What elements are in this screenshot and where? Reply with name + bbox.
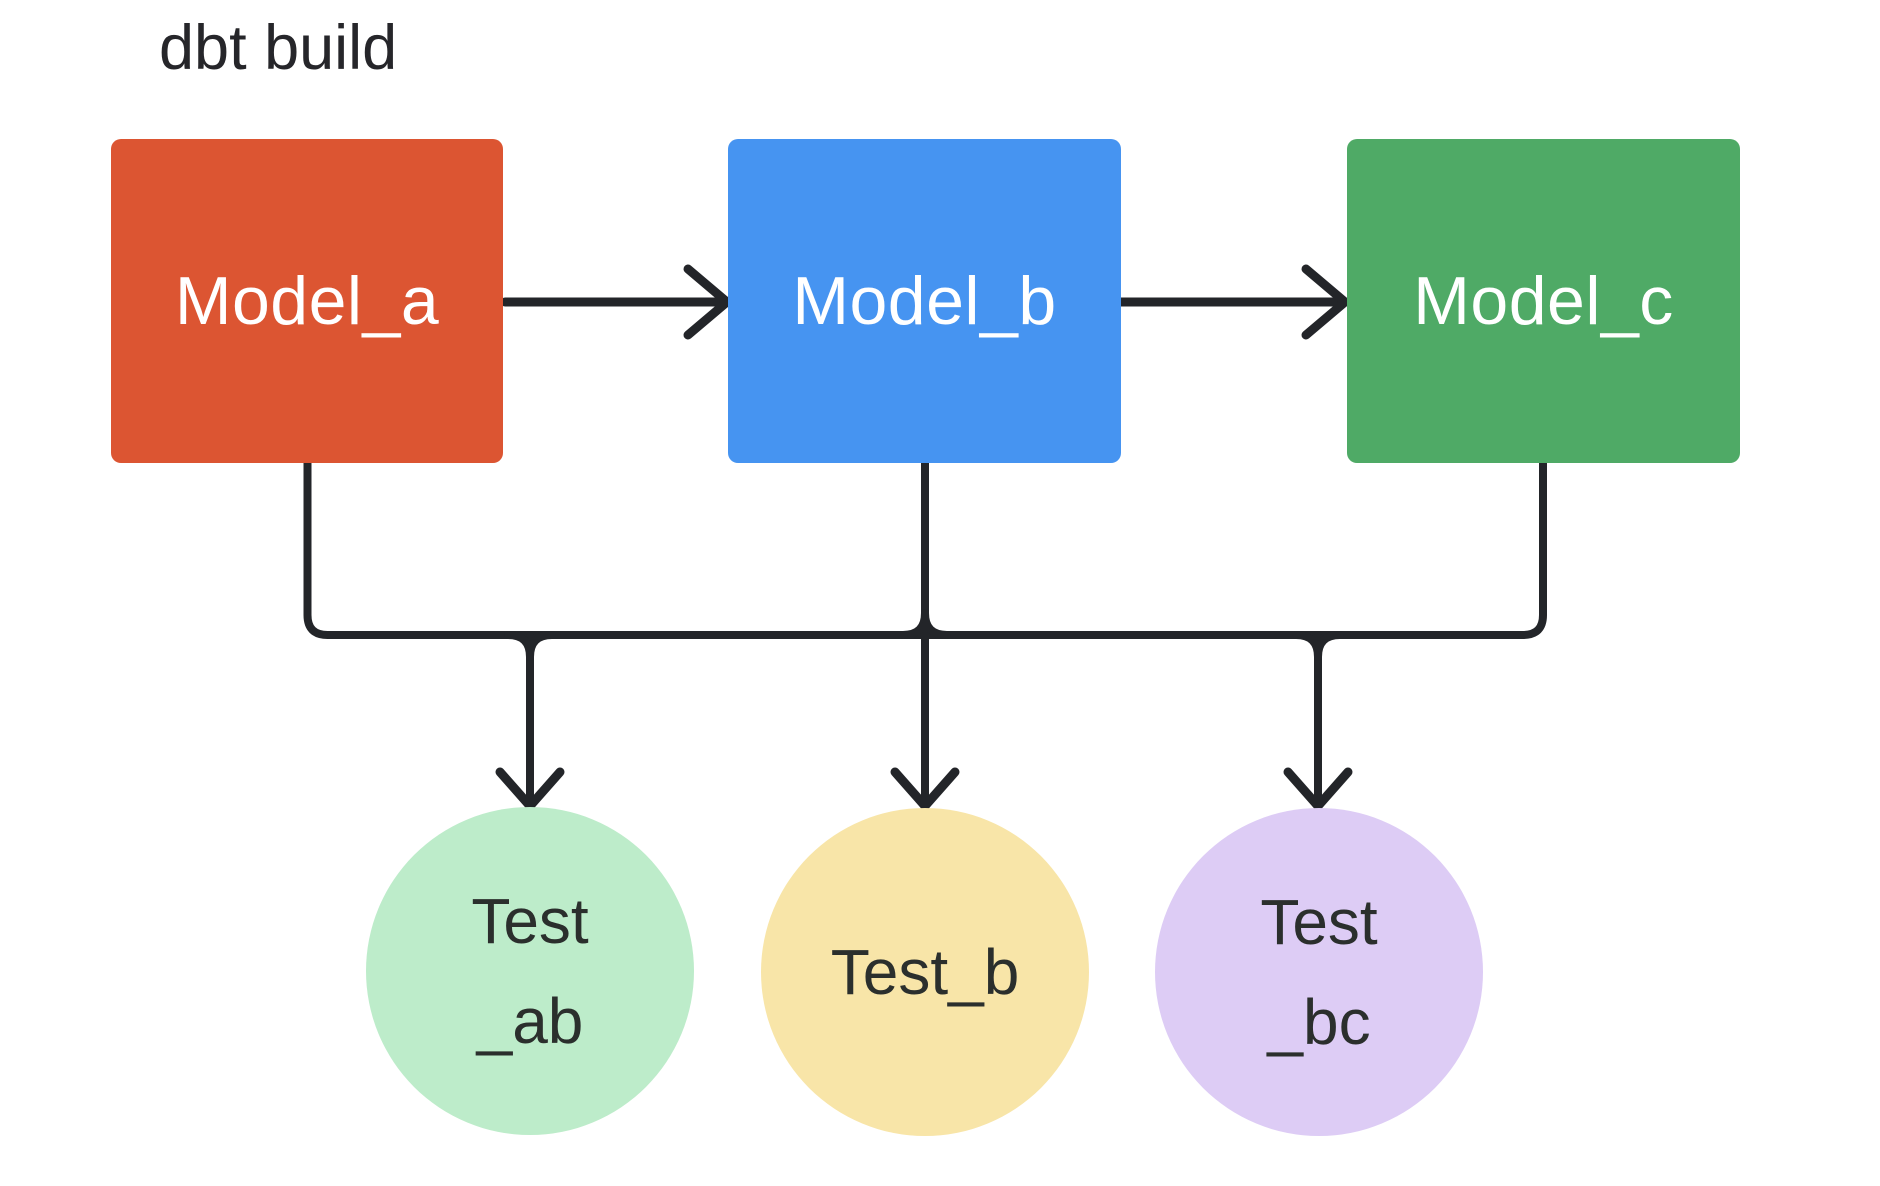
node-test-bc-label-line2: _bc <box>1267 986 1371 1058</box>
node-test-bc-label-line1: Test <box>1260 886 1378 958</box>
node-model-c-label: Model_c <box>1413 263 1674 339</box>
node-test-ab-label-line1: Test <box>471 885 589 957</box>
arrowhead-test-b <box>890 767 960 811</box>
node-test-ab-label-line2: _ab <box>476 985 584 1057</box>
node-model-c: Model_c <box>1347 139 1740 463</box>
node-model-a-label: Model_a <box>174 263 440 339</box>
arrowhead-test-bc <box>1283 767 1353 811</box>
node-model-b-label: Model_b <box>792 263 1057 339</box>
junction-fillets <box>504 609 1344 661</box>
node-test-bc: Test _bc <box>1155 808 1483 1136</box>
arrow-model-a-to-model-b <box>500 264 732 340</box>
node-model-b: Model_b <box>728 139 1121 463</box>
arrowhead-test-ab <box>495 767 565 811</box>
node-test-ab: Test _ab <box>366 807 694 1135</box>
node-model-a: Model_a <box>111 139 503 463</box>
page-title: dbt build <box>159 13 398 83</box>
node-test-b: Test_b <box>761 808 1089 1136</box>
arrow-model-b-to-model-c <box>1116 264 1350 340</box>
node-test-b-label: Test_b <box>830 936 1020 1008</box>
